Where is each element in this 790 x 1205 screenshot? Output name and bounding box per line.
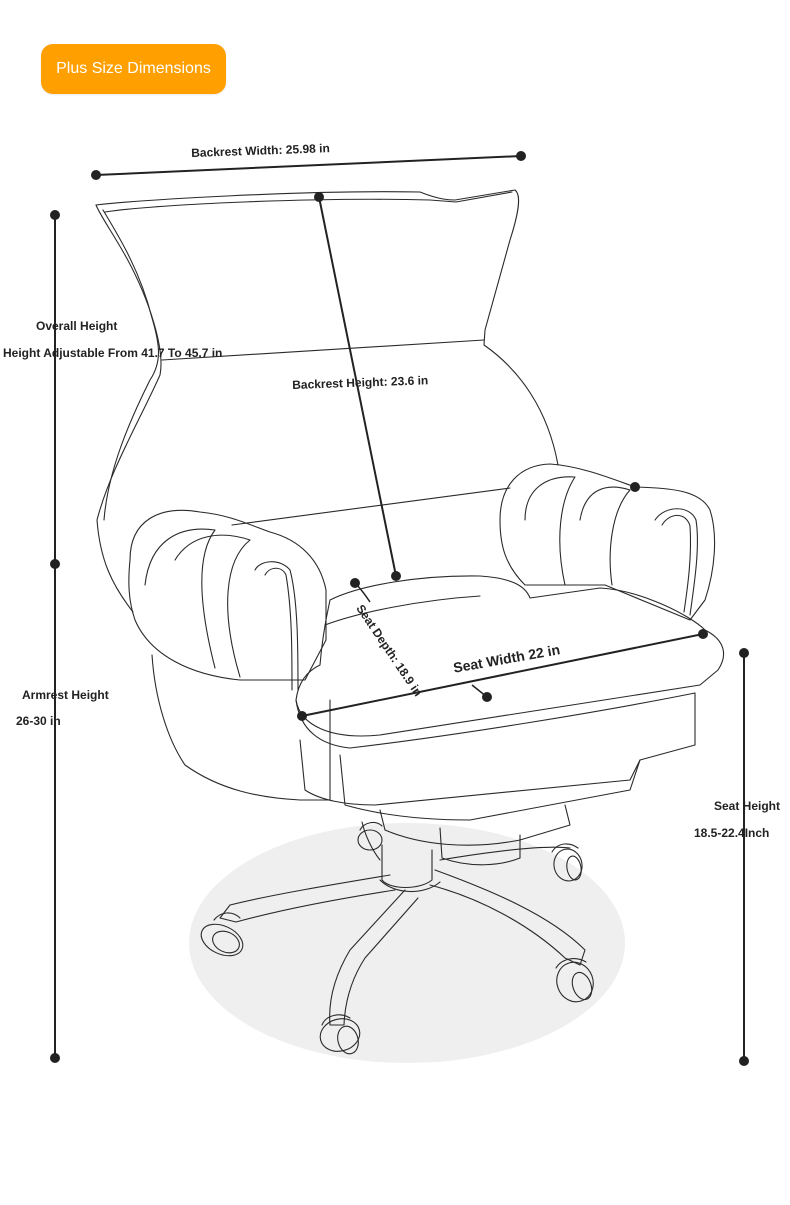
armrest-height-title: Armrest Height [22,688,109,702]
right-armrest-pleat-2 [579,486,631,586]
backrest-width-start-dot [91,170,101,180]
base-hub [379,879,441,893]
seat-height-bottom-dot [739,1056,749,1066]
leg-front [329,889,419,1026]
caster-left [200,912,244,957]
leg-left [219,874,396,923]
leg-back-left [361,821,381,861]
right-armrest-pleat-1 [524,476,576,586]
seat-depth-tick-back [354,582,371,603]
leg-back-right [439,846,571,861]
left-armrest-roll [254,561,299,691]
overall-height-value: Height Adjustable From 41.7 To 45.7 in [3,346,223,360]
right-armrest [499,463,716,621]
overall-height-bottom-dot [50,1053,60,1063]
seat-side [299,692,696,806]
leg-right [429,869,586,966]
gas-cylinder [381,844,433,889]
seat-cushion [295,575,725,737]
plus-size-dimensions-badge: Plus Size Dimensions [41,44,226,94]
left-armrest-pleat-1 [144,528,216,669]
seat-width-line [301,633,704,717]
backrest-height-bottom-dot [391,571,401,581]
backrest-height-top-dot [314,192,324,202]
right-armrest-roll [654,508,698,616]
overall-height-title: Overall Height [36,319,118,333]
backrest-left-inner [102,209,159,521]
caster-back-left [357,821,383,851]
right-armrest-roll-inner [661,514,692,613]
caster-right [555,958,594,1003]
backrest-width-line [95,155,522,176]
caster-front [319,1014,361,1055]
seat-inner-line [324,595,481,626]
backrest-width-end-dot [516,151,526,161]
seat-front-roll [295,692,696,749]
seat-height-title: Seat Height [714,799,781,813]
backrest-height-line [318,196,397,577]
badge-label: Plus Size Dimensions [56,60,211,77]
caster-back-right [551,843,583,882]
seat-width-right-dot [698,629,708,639]
seat-height-value: 18.5-22.4Inch [694,826,770,840]
armrest-dot [630,482,640,492]
left-side-panel [151,654,331,801]
backrest-top-inner [104,191,513,213]
left-armrest-pleat-2 [174,534,251,678]
seat-width-left-dot [297,711,307,721]
left-armrest-roll-inner [264,567,293,691]
armrest-height-value: 26-30 in [16,714,61,728]
overall-height-mid-dot [50,559,60,569]
seat-depth-tick-front [471,684,488,698]
floor-shadow [189,823,625,1063]
overall-height-top-dot [50,210,60,220]
backrest-seam-lower [231,487,511,526]
footrest [339,754,641,821]
backrest-left-edge [95,204,162,613]
backrest-outline [95,189,559,466]
seat-height-top-dot [739,648,749,658]
backrest-seam-upper [161,339,485,361]
left-armrest [128,509,327,681]
